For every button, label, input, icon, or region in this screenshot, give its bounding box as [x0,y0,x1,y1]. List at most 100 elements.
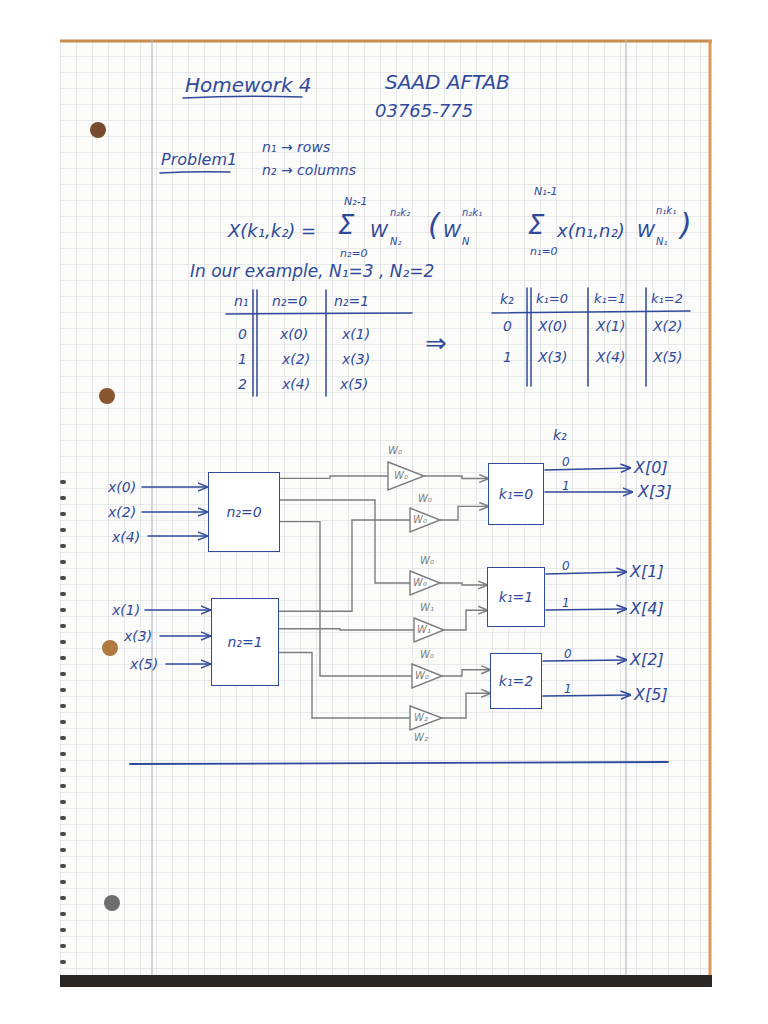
handwritten-label: X(4) [596,350,625,364]
handwritten-label: W [443,222,461,240]
handwritten-label: W₀ [420,650,434,660]
handwritten-label: W₀ [418,494,432,504]
handwritten-label: k₂ [553,428,567,442]
output-arrow [546,572,626,574]
node-label: W₀ [394,471,408,481]
handwritten-label: 0 [562,456,570,468]
triangle-shape [412,664,442,688]
dft-block: k₁=0 [488,463,544,525]
signal-wire [440,583,487,585]
output-arrow [546,609,626,610]
punch-hole [104,895,120,911]
twiddle-multiplier: W₂ [410,706,442,730]
node-label: k₁=2 [499,674,533,688]
handwritten-label: n₂k₁ [462,208,482,218]
twiddle-multiplier: W₀ [410,508,440,532]
handwritten-label: n₂k₂ [390,208,410,218]
handwritten-label: n₁k₁ [656,206,676,216]
table-rule [530,288,532,386]
handwritten-label: n₂=0 [340,248,368,259]
punch-hole [90,122,106,138]
handwritten-label: k₂ [500,292,514,306]
handwritten-label: 2 [238,377,247,391]
paper-edge [709,40,712,975]
handwritten-label: x(0) [108,480,136,494]
handwritten-label: ) [680,210,692,240]
table-rule [645,288,647,386]
handwritten-label: ( [428,210,440,240]
signal-wire [444,610,487,630]
triangle-shape [410,571,440,595]
title-underline [183,96,302,98]
triangle-shape [410,508,440,532]
triangle-shape [410,706,442,730]
signal-wire [279,653,410,718]
handwritten-label: Problem1 [161,152,237,168]
punch-hole [102,640,118,656]
twiddle-multiplier: W₀ [410,571,440,595]
signal-wire [279,520,410,611]
input-arrow [166,663,210,665]
spiral-binding [60,480,66,964]
handwritten-label: x(5) [130,657,158,671]
handwritten-label: k₁=1 [594,292,626,305]
table-rule [256,290,258,396]
signal-wire [280,476,388,478]
handwritten-label: x(2) [282,352,310,366]
dft-block: k₁=2 [490,653,542,709]
handwritten-label: x(3) [342,352,370,366]
input-arrow [160,635,210,637]
handwritten-label: k₁=2 [651,292,683,305]
triangle-shape [388,462,424,490]
handwritten-label: Σ [528,212,544,238]
handwritten-label: x(1) [342,327,370,341]
signal-wire [279,629,414,630]
dft-block: k₁=1 [487,567,545,627]
handwritten-label: X[5] [634,687,668,703]
table-rule [252,290,254,396]
node-label: W₀ [413,515,427,525]
handwritten-label: N₁ [656,237,668,247]
separator-line [130,762,668,764]
handwritten-label: X[1] [630,564,664,580]
signal-wire [440,506,488,520]
table-rule [526,288,528,386]
handwritten-label: N₂ [390,237,402,247]
handwritten-label: x(5) [340,377,368,391]
handwritten-label: N₁-1 [534,186,558,197]
handwritten-label: X(k₁,k₂) = [228,222,316,240]
handwritten-label: X(5) [653,350,682,364]
handwritten-label: N₂-1 [344,196,368,207]
handwritten-label: W [370,222,388,240]
dft-block: n₂=1 [211,598,279,686]
handwritten-label: W [637,222,655,240]
table-rule [325,290,327,396]
handwritten-label: n₁=0 [530,246,558,257]
paper-sheet [60,40,712,975]
handwritten-label: x(n₁,n₂) [557,222,625,240]
grid-lines [60,40,712,975]
handwritten-label: SAAD AFTAB [385,72,510,92]
handwritten-label: X[0] [634,460,668,476]
handwritten-label: W₀ [388,446,402,456]
twiddle-multiplier: W₀ [388,462,424,490]
node-label: W₁ [417,625,431,635]
handwritten-label: X(3) [538,350,567,364]
handwritten-label: x(1) [112,603,140,617]
handwritten-label: Homework 4 [185,75,312,95]
input-arrow [142,486,207,488]
handwritten-label: In our example, N₁=3 , N₂=2 [190,263,434,280]
output-arrow [545,468,630,470]
handwritten-label: n₂ → columns [262,163,356,177]
node-label: k₁=0 [499,487,533,501]
dft-block: n₂=0 [208,472,280,552]
handwritten-label: x(3) [124,629,152,643]
handwritten-label: Σ [338,212,354,238]
handwritten-label: X[4] [630,601,664,617]
handwritten-label: 1 [238,352,247,366]
handwritten-label: x(4) [112,530,140,544]
signal-wire [280,500,410,583]
handwritten-label: X[3] [638,484,672,500]
input-arrow [145,609,210,611]
signal-wire [442,670,490,676]
